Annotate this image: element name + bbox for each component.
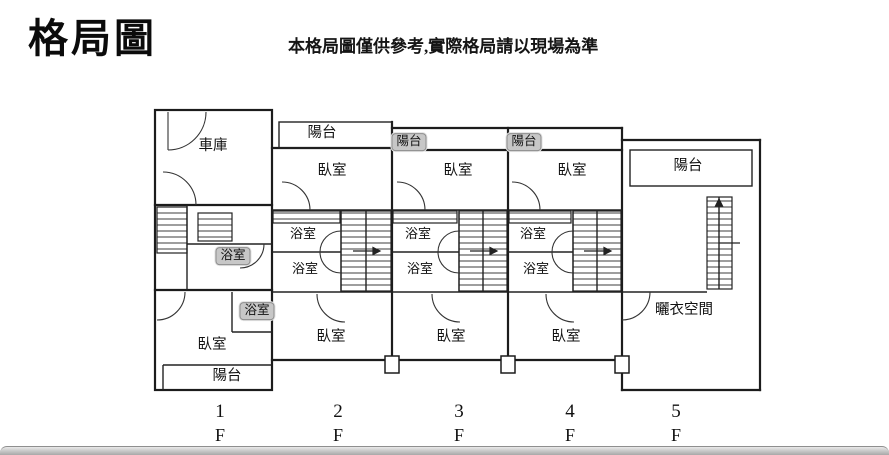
room-label-bedroom-2f-rear: 臥室 xyxy=(316,329,346,346)
room-label-bathroom-1f-upper: 浴室 xyxy=(215,247,251,265)
floor-label-5: 5 F xyxy=(654,400,698,446)
room-label-bedroom-3f-rear: 臥室 xyxy=(436,329,466,346)
window-bottom-edge xyxy=(0,446,889,455)
page-title: 格局圖 xyxy=(28,17,157,61)
floor-suffix: F xyxy=(453,425,464,445)
door-arcs xyxy=(156,111,651,323)
floor-label-2: 2 F xyxy=(316,400,360,446)
floor-number: 3 xyxy=(454,401,464,422)
room-label-bedroom-4f-rear: 臥室 xyxy=(551,329,581,346)
room-label-bedroom-2f-front: 臥室 xyxy=(317,163,347,180)
room-label-bedroom-4f-front: 臥室 xyxy=(557,163,587,180)
room-label-balcony-1f-rear: 陽台 xyxy=(212,368,242,385)
room-label-garage: 車庫 xyxy=(198,138,228,155)
stair-arrows xyxy=(353,197,740,256)
room-label-bathroom-4f-lower: 浴室 xyxy=(522,260,550,276)
floor-suffix: F xyxy=(670,425,681,445)
room-label-bathroom-2f-upper: 浴室 xyxy=(289,225,317,241)
room-label-bedroom-3f-front: 臥室 xyxy=(443,163,473,180)
room-label-balcony-4f-front: 陽台 xyxy=(506,133,542,151)
room-label-bedroom-1f: 臥室 xyxy=(197,337,227,354)
room-label-balcony-5f: 陽台 xyxy=(673,158,703,175)
room-label-balcony-2f-front: 陽台 xyxy=(307,125,337,142)
floor-suffix: F xyxy=(564,425,575,445)
floor-number: 1 xyxy=(215,401,225,422)
window-blocks xyxy=(384,355,630,374)
floor-number: 2 xyxy=(333,401,343,422)
floor-suffix: F xyxy=(332,425,343,445)
room-label-bathroom-4f-upper: 浴室 xyxy=(519,225,547,241)
room-label-drying-space: 曬衣空間 xyxy=(655,302,713,319)
floor-number: 5 xyxy=(671,401,681,422)
room-label-bathroom-1f-lower: 浴室 xyxy=(239,302,275,320)
interior-walls xyxy=(162,121,753,390)
floor-label-4: 4 F xyxy=(548,400,592,446)
floor-label-3: 3 F xyxy=(437,400,481,446)
floor-suffix: F xyxy=(214,425,225,445)
floor-label-1: 1 F xyxy=(198,400,242,446)
disclaimer-text: 本格局圖僅供參考,實際格局請以現場為準 xyxy=(288,37,599,56)
room-label-bathroom-3f-upper: 浴室 xyxy=(404,225,432,241)
floor-number: 4 xyxy=(565,401,575,422)
room-label-balcony-3f-front: 陽台 xyxy=(391,133,427,151)
room-label-bathroom-3f-lower: 浴室 xyxy=(406,260,434,276)
room-label-bathroom-2f-lower: 浴室 xyxy=(291,260,319,276)
